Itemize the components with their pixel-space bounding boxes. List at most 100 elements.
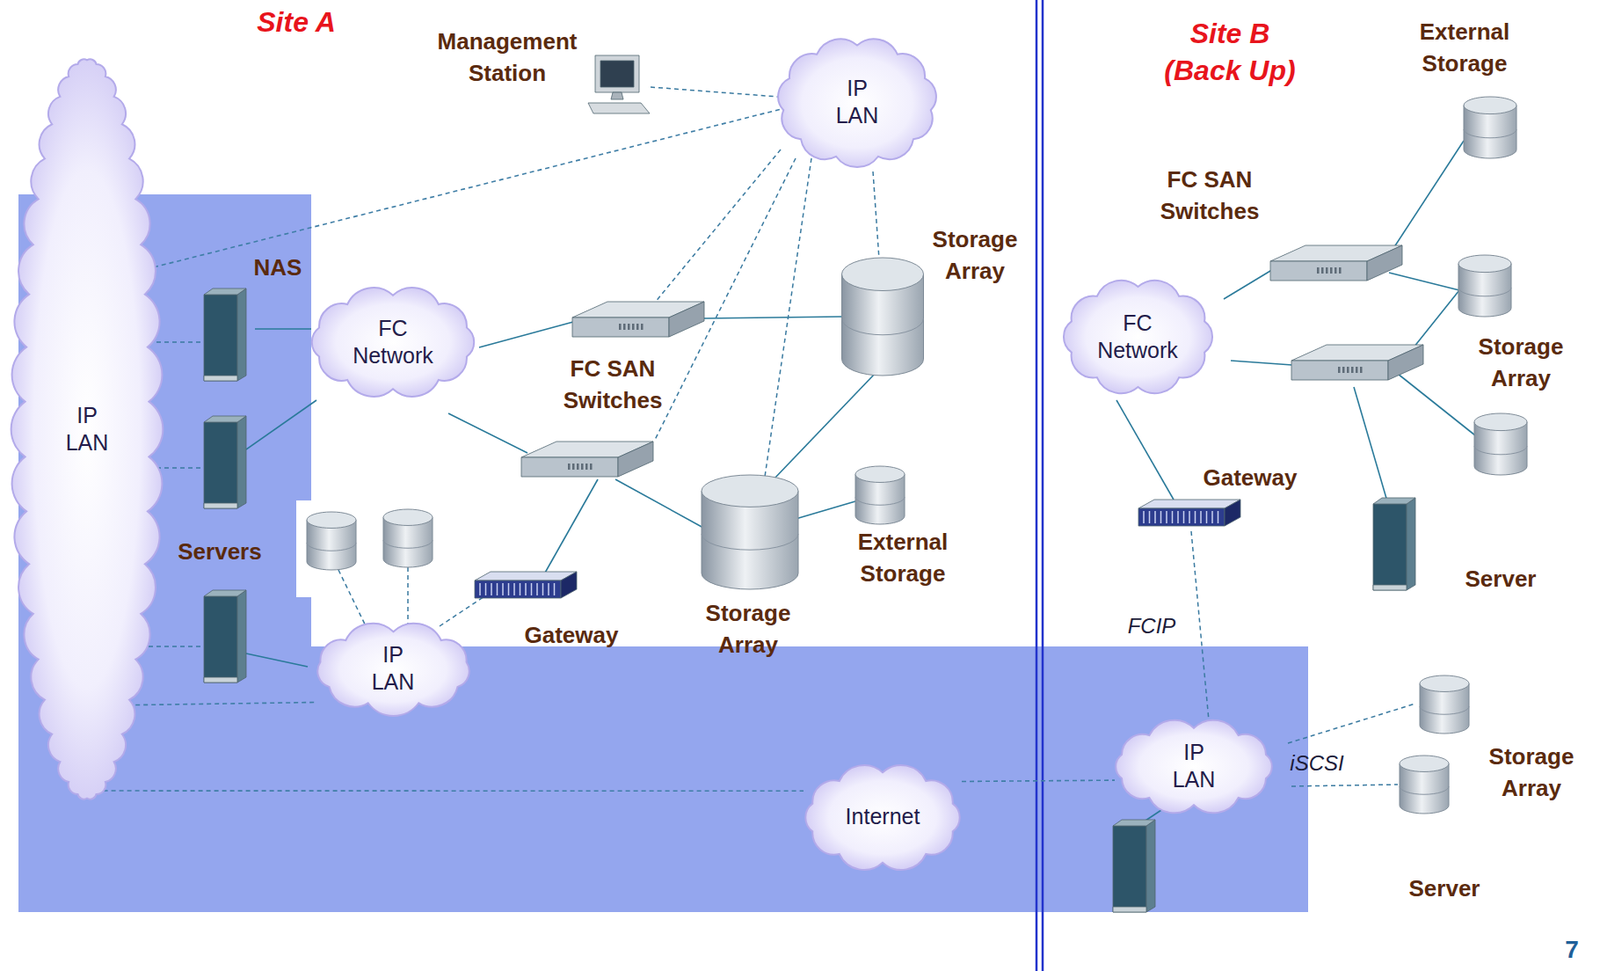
gateway-slat <box>485 582 488 596</box>
disk-band <box>701 533 799 550</box>
device-label: Servers <box>158 535 282 568</box>
gateway-slat <box>536 582 539 596</box>
device-label: FC SAN Switches <box>1139 163 1280 228</box>
device-label: Server <box>1447 562 1554 595</box>
switch-icon <box>1270 245 1403 281</box>
server-top <box>1373 497 1416 504</box>
switch-vent <box>572 463 575 470</box>
disk-icon <box>1458 254 1512 317</box>
disk-top <box>1474 413 1528 431</box>
gateway-slat <box>1160 510 1163 524</box>
gateway-slat <box>1154 510 1157 524</box>
gateway-side <box>1224 499 1241 526</box>
ip-link-wire <box>650 87 779 97</box>
gateway-slat <box>1142 510 1145 524</box>
disk-icon <box>842 257 924 376</box>
disk-top <box>1463 96 1517 115</box>
disk-band <box>1419 705 1470 714</box>
link-wire <box>773 373 875 480</box>
link-wire <box>1397 373 1476 436</box>
switch-vent <box>1338 267 1342 274</box>
switch-front <box>572 317 670 337</box>
disk-top <box>701 474 799 507</box>
server-side <box>1406 497 1416 590</box>
switch-vent <box>1342 366 1346 373</box>
cloud-outline <box>1105 715 1282 817</box>
switch-front <box>521 457 619 477</box>
disk-band <box>306 542 357 551</box>
device-label: External Storage <box>1403 15 1527 80</box>
site-title: Site B (Back Up) <box>1153 15 1308 89</box>
gateway-icon <box>1138 499 1241 526</box>
gateway-slat <box>524 582 527 596</box>
network-cloud: FC Network <box>300 280 486 404</box>
server-base <box>203 375 238 381</box>
white-patch <box>296 500 480 597</box>
gateway-slat <box>490 582 493 596</box>
disk-top <box>1399 755 1449 771</box>
ip-link-wire <box>650 149 781 308</box>
link-wire <box>1353 386 1388 502</box>
cloud-label: Internet <box>834 802 931 830</box>
gateway-side <box>560 571 577 598</box>
switch-vent <box>636 323 640 330</box>
network-cloud: IP LAN <box>5 40 169 818</box>
link-wire <box>479 321 574 348</box>
switch-vent <box>1338 366 1341 373</box>
disk-top <box>383 509 433 525</box>
device-label: Management Station <box>428 25 587 90</box>
ip-link-wire <box>872 171 880 260</box>
server-icon <box>203 288 247 381</box>
server-front <box>203 294 238 381</box>
link-wire <box>540 479 598 581</box>
server-side <box>237 288 247 381</box>
disk-icon <box>701 474 799 590</box>
disk-icon <box>383 509 433 568</box>
gateway-top <box>474 571 577 581</box>
gateway-icon <box>474 571 577 598</box>
switch-vent <box>1316 267 1320 274</box>
switch-side <box>669 301 705 337</box>
switch-vent <box>589 463 593 470</box>
disk-band <box>1463 129 1517 139</box>
gateway-slat <box>1177 510 1179 524</box>
cloud-shape <box>1062 280 1212 393</box>
device-label: Storage Array <box>686 596 810 662</box>
disk-icon <box>1419 675 1470 734</box>
cloud-label: FC Network <box>1089 309 1186 365</box>
monitor-screen <box>600 60 634 88</box>
switch-vent <box>640 323 644 330</box>
gateway-slat <box>1200 510 1202 524</box>
cloud-outline <box>300 280 486 404</box>
cloud-shape <box>1115 719 1273 813</box>
switch-side <box>1388 344 1424 380</box>
link-wire <box>254 327 312 330</box>
disk-band <box>1399 785 1449 794</box>
switch-front <box>1291 360 1389 380</box>
ip-link-wire <box>1287 703 1416 743</box>
switch-icon <box>1291 344 1424 380</box>
disk-icon <box>855 465 905 524</box>
disk-top <box>842 257 924 291</box>
disk-top <box>306 511 357 528</box>
monitor <box>595 55 640 93</box>
link-wire <box>246 400 317 450</box>
switch-vent <box>1325 267 1329 274</box>
gateway-slat <box>1217 510 1220 524</box>
cloud-label: FC Network <box>344 314 442 371</box>
disk-band <box>1474 445 1528 455</box>
monitor-stand <box>610 92 624 100</box>
site-divider <box>1041 0 1045 971</box>
link-wire <box>615 479 704 528</box>
network-link <box>961 779 1115 781</box>
server-side <box>237 415 247 509</box>
cloud-label: IP LAN <box>366 640 420 697</box>
disk-band <box>383 539 433 548</box>
site-divider <box>1035 0 1039 971</box>
device-label: NAS <box>233 251 322 284</box>
switch-front <box>1270 261 1368 281</box>
gateway-slat <box>1171 510 1174 524</box>
switch-icon <box>572 301 705 337</box>
